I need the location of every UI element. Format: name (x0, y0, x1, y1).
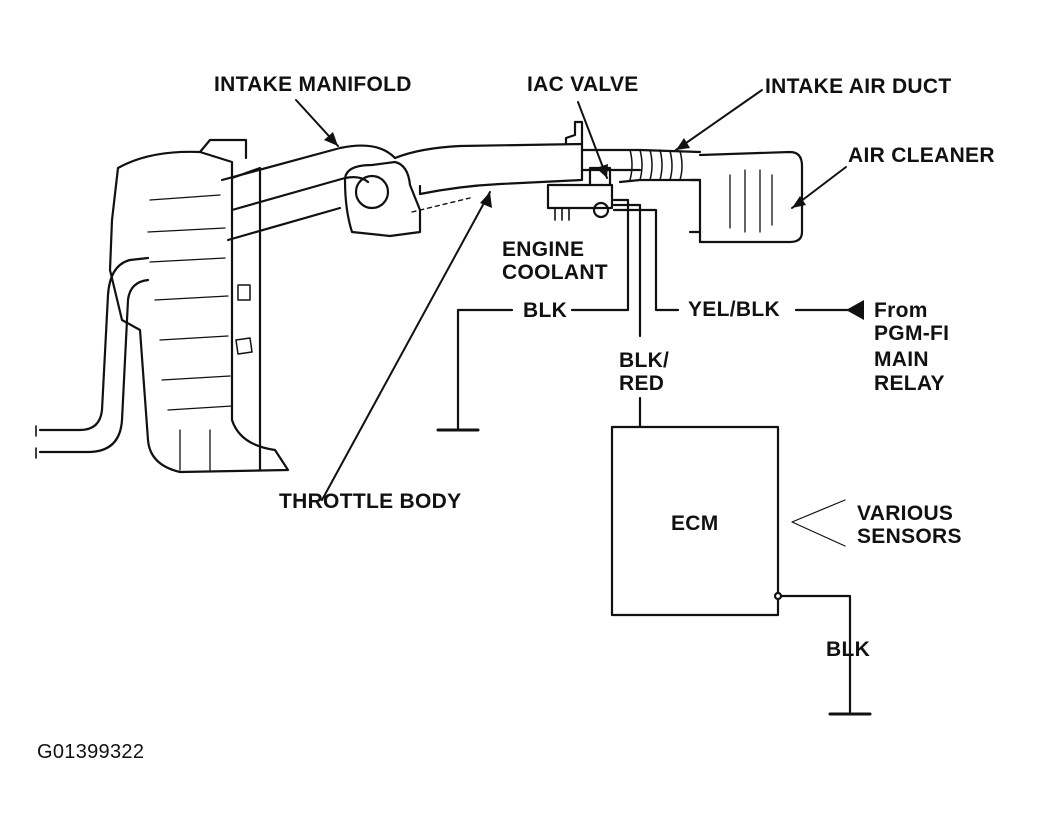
relay-arrowhead (846, 300, 864, 320)
various-sensors-label-line2: SENSORS (857, 525, 962, 548)
relay-label-line3: MAIN (874, 348, 929, 371)
intake-air-duct (580, 148, 702, 184)
wire-blk-ground-label: BLK (523, 299, 568, 322)
air-cleaner-label: AIR CLEANER (848, 144, 995, 167)
iac-valve-label: IAC VALVE (527, 73, 639, 96)
wire-blk-red-label-line1: BLK/ (619, 349, 670, 372)
leader-lines (295, 89, 847, 501)
ecm-label: ECM (671, 512, 719, 535)
throttle-body-label: THROTTLE BODY (279, 490, 462, 513)
intake-air-duct-label: INTAKE AIR DUCT (765, 75, 952, 98)
iac-valve-body (546, 120, 642, 221)
wiring (436, 198, 872, 716)
various-sensors-label-line1: VARIOUS (857, 502, 954, 525)
engine-coolant-label-line1: ENGINE (502, 238, 585, 261)
air-cleaner-box (688, 150, 804, 244)
wire-ecm-ground-label: BLK (826, 638, 871, 661)
relay-label-line1: From (874, 299, 928, 322)
leader-arrowheads (324, 132, 806, 208)
relay-label-line4: RELAY (874, 372, 945, 395)
intake-manifold (220, 144, 397, 242)
wire-blk-red-label-line2: RED (619, 372, 665, 395)
intake-manifold-label: INTAKE MANIFOLD (214, 73, 412, 96)
figure-id: G01399322 (37, 741, 145, 763)
wire-yel-blk-label: YEL/BLK (688, 298, 780, 321)
engine-block (35, 138, 290, 474)
plenum-throttle-housing (343, 142, 584, 238)
ecm-box (610, 425, 780, 617)
engine-coolant-label-line2: COOLANT (502, 261, 608, 284)
relay-label-line2: PGM-FI (874, 322, 950, 345)
